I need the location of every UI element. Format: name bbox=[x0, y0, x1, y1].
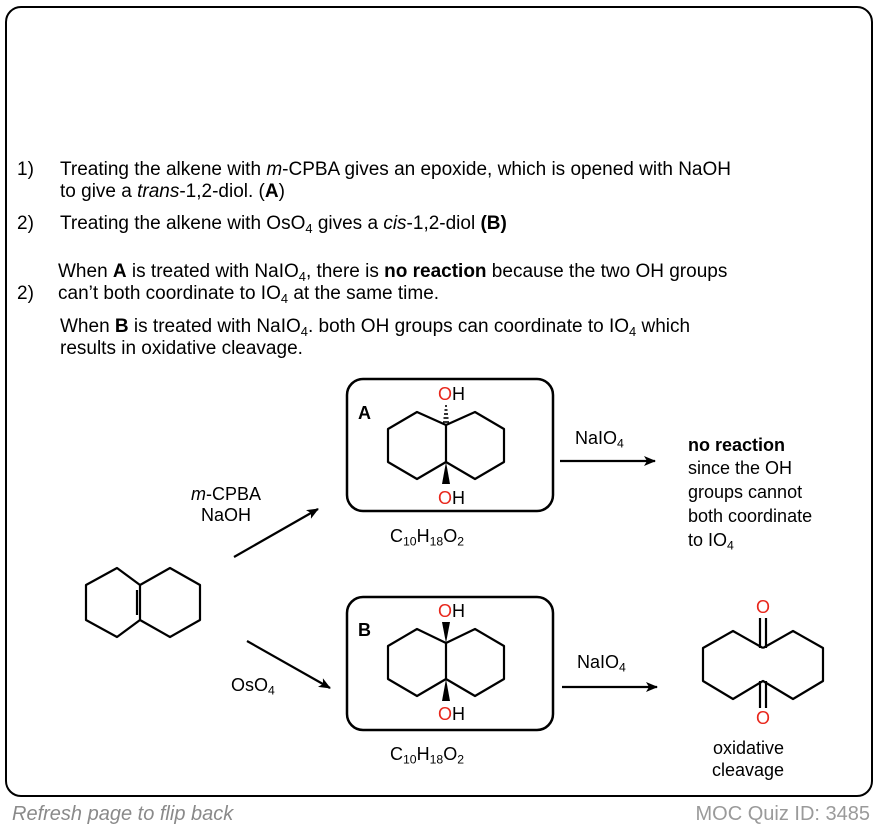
hydroxyl-b-top: OH bbox=[438, 601, 466, 621]
wedge-bond-a bbox=[442, 462, 450, 484]
wedge-bond-b-top bbox=[442, 622, 450, 643]
arrow-to-b bbox=[246, 640, 331, 689]
reagent-mcpba: m-CPBA bbox=[190, 484, 261, 504]
ketone-oxygen-top: O bbox=[756, 597, 771, 617]
product-b-box bbox=[345, 595, 555, 732]
quiz-id: MOC Quiz ID: 3485 bbox=[695, 803, 870, 825]
starting-alkene-structure bbox=[84, 566, 202, 639]
hydroxyl-a-top: OH bbox=[438, 384, 466, 404]
reagent-naio4-b: NaIO4 bbox=[577, 652, 626, 675]
hashed-bond-a bbox=[443, 405, 449, 423]
reagent-oso4: OsO4 bbox=[231, 675, 275, 698]
step-4-line-2: results in oxidative cleavage. bbox=[60, 338, 303, 359]
product-a-structure bbox=[386, 410, 506, 481]
product-a-label: A bbox=[358, 403, 371, 423]
step-2-line: Treating the alkene with OsO4 gives a ci… bbox=[60, 213, 507, 236]
product-b-label: B bbox=[358, 620, 371, 640]
step-4-line-1: When B is treated with NaIO4. both OH gr… bbox=[60, 316, 691, 339]
step-2-number: 2) bbox=[17, 213, 34, 234]
step-1-line-1: Treating the alkene with m-CPBA gives an… bbox=[60, 159, 731, 180]
result-a-line-1: since the OH bbox=[688, 458, 793, 478]
result-a-heading: no reaction bbox=[688, 435, 786, 455]
result-b-line-1: oxidative bbox=[713, 738, 785, 758]
result-b-line-2: cleavage bbox=[712, 760, 785, 780]
step-3-number: 2) bbox=[17, 283, 34, 304]
result-a-line-4: to IO4 bbox=[688, 530, 734, 553]
product-a-box bbox=[345, 377, 555, 513]
reagent-naoh: NaOH bbox=[200, 505, 251, 525]
formula-a: C10H18O2 bbox=[390, 526, 465, 549]
hydroxyl-a-bottom: OH bbox=[438, 488, 466, 508]
step-1-number: 1) bbox=[17, 159, 34, 180]
reagent-naio4-a: NaIO4 bbox=[575, 428, 624, 451]
product-b-structure bbox=[386, 627, 506, 698]
step-3-line-1: When A is treated with NaIO4, there is n… bbox=[58, 261, 728, 284]
hydroxyl-b-bottom: OH bbox=[438, 704, 466, 724]
result-a-line-2: groups cannot bbox=[688, 482, 803, 502]
diketone-product-structure bbox=[701, 618, 825, 708]
result-a-line-3: both coordinate bbox=[688, 506, 813, 526]
step-1-line-2: to give a trans-1,2-diol. (A) bbox=[60, 181, 285, 202]
quiz-answer-card bbox=[5, 6, 873, 797]
refresh-hint: Refresh page to flip back bbox=[12, 803, 234, 825]
step-3-line-2: can’t both coordinate to IO4 at the same… bbox=[58, 283, 440, 306]
formula-b: C10H18O2 bbox=[390, 744, 465, 767]
arrow-to-a bbox=[233, 508, 319, 558]
wedge-bond-b-bottom bbox=[442, 679, 450, 701]
ketone-oxygen-bottom: O bbox=[756, 708, 771, 728]
